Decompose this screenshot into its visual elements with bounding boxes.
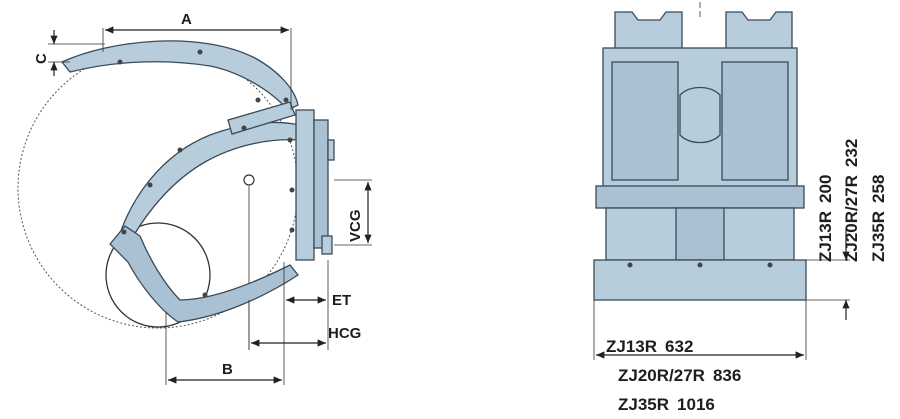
label-vcg: VCG	[347, 209, 364, 242]
lower-clamp-arm	[109, 225, 299, 323]
height-dim-zj35r: ZJ35R258	[869, 175, 888, 262]
height-dim-zj13r: ZJ13R200	[816, 175, 835, 262]
upper-clamp-arm	[60, 40, 299, 111]
mounting-plate	[295, 109, 315, 261]
mid-flange	[595, 185, 805, 209]
label-et: ET	[332, 292, 351, 309]
rotator-housing	[313, 119, 329, 249]
label-hcg: HCG	[328, 325, 361, 342]
height-dim-zj20r27r: ZJ20R/27R232	[842, 139, 861, 262]
label-b: B	[222, 361, 233, 378]
side-view: A C VCG ET HCG B	[17, 11, 372, 385]
label-a: A	[181, 11, 192, 28]
label-c: C	[33, 53, 50, 64]
center-of-gravity-mark	[243, 174, 255, 186]
